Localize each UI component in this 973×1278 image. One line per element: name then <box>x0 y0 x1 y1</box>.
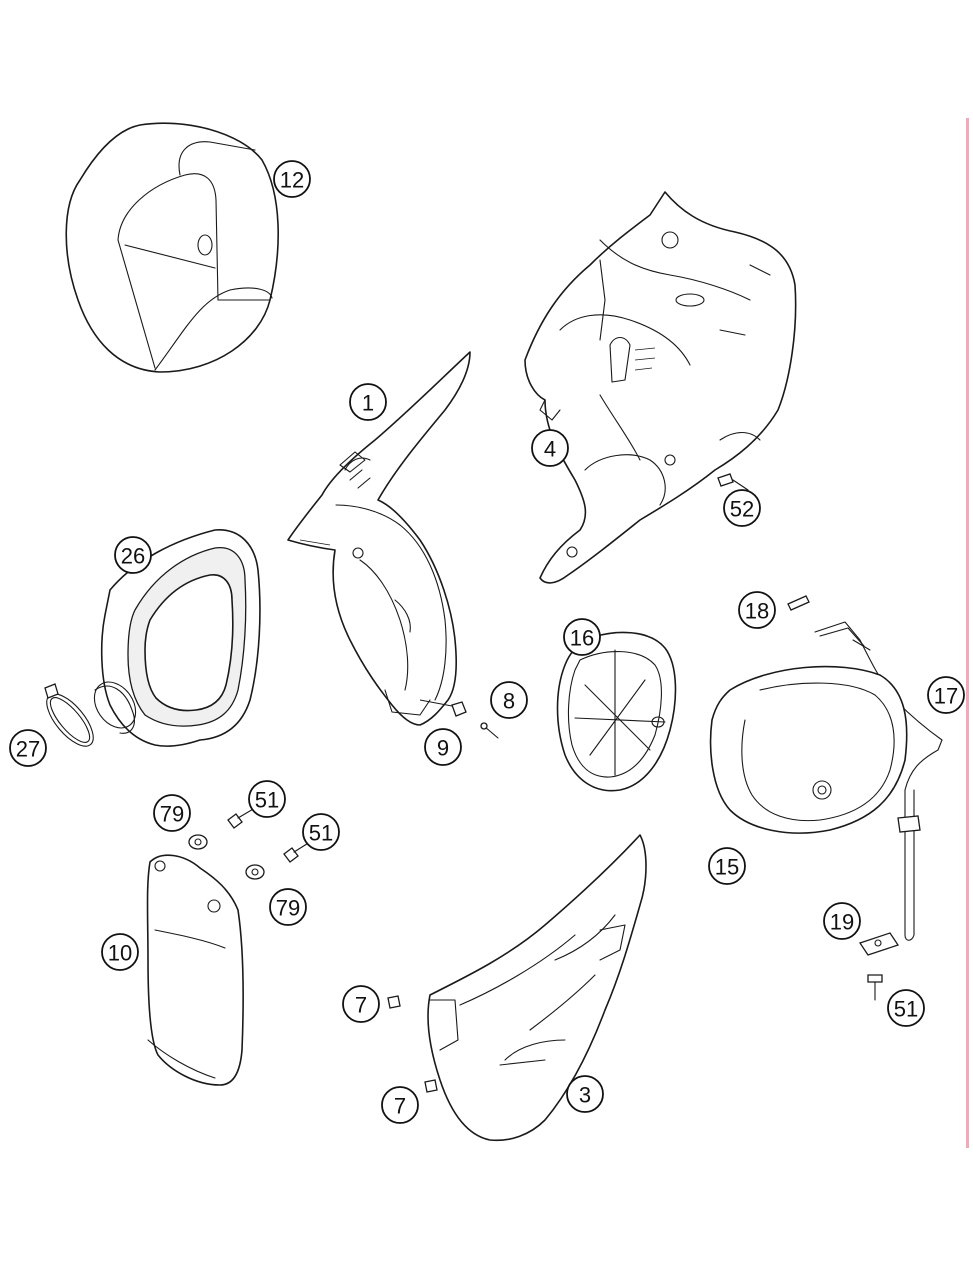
svg-text:8: 8 <box>503 689 515 714</box>
svg-text:51: 51 <box>255 788 279 813</box>
svg-text:15: 15 <box>715 855 739 880</box>
part-4-air-box <box>524 191 797 584</box>
svg-text:79: 79 <box>160 802 184 827</box>
part-7a-bolt <box>387 995 401 1009</box>
svg-text:52: 52 <box>730 497 754 522</box>
svg-text:18: 18 <box>745 599 769 624</box>
callout-17: 17 <box>927 676 965 714</box>
svg-text:1: 1 <box>362 391 374 416</box>
svg-text:7: 7 <box>355 993 367 1018</box>
page-edge-line <box>966 118 969 1148</box>
callout-52: 52 <box>723 489 761 527</box>
callout-7-upper: 7 <box>342 985 380 1023</box>
svg-text:17: 17 <box>934 684 958 709</box>
callout-51-top: 51 <box>248 780 286 818</box>
callout-1: 1 <box>349 383 387 421</box>
callout-51-middle: 51 <box>302 813 340 851</box>
callout-19: 19 <box>823 902 861 940</box>
part-51a-screw <box>227 807 256 829</box>
svg-text:9: 9 <box>437 736 449 761</box>
svg-text:79: 79 <box>276 896 300 921</box>
part-27-hose-clamp <box>44 683 94 747</box>
part-12-filter-cover <box>65 122 279 373</box>
svg-text:19: 19 <box>830 910 854 935</box>
callout-79-top: 79 <box>153 794 191 832</box>
svg-text:51: 51 <box>894 997 918 1022</box>
svg-text:3: 3 <box>579 1083 591 1108</box>
svg-text:4: 4 <box>544 437 556 462</box>
part-15-air-filter <box>709 665 908 834</box>
svg-text:10: 10 <box>108 941 132 966</box>
callout-4: 4 <box>531 429 569 467</box>
part-19-bracket <box>858 932 900 956</box>
callout-12: 12 <box>273 160 311 198</box>
callout-51-right: 51 <box>887 989 925 1027</box>
callout-8: 8 <box>490 681 528 719</box>
svg-text:51: 51 <box>309 821 333 846</box>
svg-text:16: 16 <box>570 626 594 651</box>
svg-text:12: 12 <box>280 168 304 193</box>
part-16-filter-cage <box>556 631 677 792</box>
svg-text:26: 26 <box>121 544 145 569</box>
part-17-retaining-rod <box>814 621 943 941</box>
svg-text:7: 7 <box>394 1094 406 1119</box>
part-1-filter-frame <box>287 351 471 726</box>
part-9-clip <box>419 699 467 717</box>
callout-15: 15 <box>708 847 746 885</box>
part-52-screw <box>717 473 749 491</box>
callout-9: 9 <box>424 728 462 766</box>
part-3-side-panel <box>427 834 647 1142</box>
callout-26: 26 <box>114 536 152 574</box>
callout-7-lower: 7 <box>381 1086 419 1124</box>
svg-text:27: 27 <box>16 737 40 762</box>
part-79a-washer <box>188 834 208 850</box>
part-18-pin <box>787 595 810 611</box>
part-10-side-cover <box>146 854 244 1086</box>
callout-16: 16 <box>563 618 601 656</box>
callout-18: 18 <box>738 591 776 629</box>
part-79b-washer <box>245 864 265 880</box>
part-51b-screw <box>283 841 311 863</box>
callout-3: 3 <box>566 1075 604 1113</box>
part-7b-bolt <box>424 1079 438 1093</box>
part-26-intake-boot <box>93 529 261 747</box>
part-51c-screw <box>867 974 883 1001</box>
part-8-pin <box>480 722 499 739</box>
callout-27: 27 <box>9 729 47 767</box>
callout-10: 10 <box>101 933 139 971</box>
callout-79-bottom: 79 <box>269 888 307 926</box>
